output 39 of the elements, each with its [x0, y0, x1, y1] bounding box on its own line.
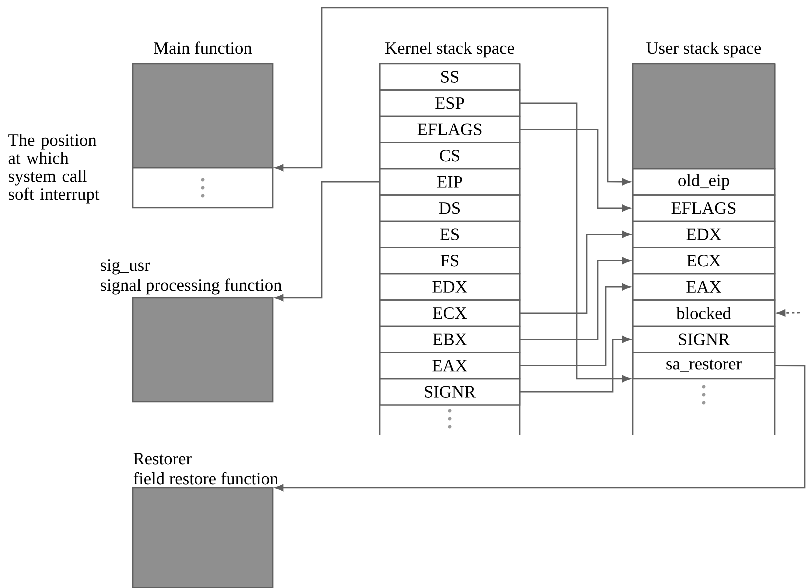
block-heading: sig_usr signal processing function [100, 260, 282, 295]
stack-cell [132, 167, 274, 209]
arrow [520, 231, 631, 314]
stack-cell: EFLAGS [632, 194, 776, 222]
stack-cell: EBX [379, 326, 521, 354]
block-heading: Main function [154, 42, 252, 54]
arrow [275, 7, 631, 186]
arrow [520, 284, 631, 367]
column-heading: Kernel stack space [386, 42, 514, 58]
stack-cell: FS [379, 247, 521, 275]
arrow [777, 310, 800, 317]
stack-cell: sa_restorer [632, 352, 776, 380]
stack-cell: SIGNR [632, 326, 776, 354]
stack-cell: EIP [379, 168, 521, 196]
stack-block [632, 63, 776, 170]
stack-cell: EAX [379, 352, 521, 380]
arrow [520, 102, 631, 382]
block-heading: Restorer field restore function [134, 453, 278, 485]
arrow [275, 365, 806, 492]
stack-cell: SS [379, 63, 521, 91]
arrow [520, 257, 631, 340]
stack-cell: ECX [379, 300, 521, 328]
stack-cell: EAX [632, 273, 776, 301]
position-note: The position at which system call soft interrupt [8, 134, 100, 204]
arrow [520, 336, 631, 393]
stack-cell: ES [379, 220, 521, 248]
stack-cell: blocked [632, 300, 776, 328]
stack-cell: ECX [632, 247, 776, 275]
stack-cell: EDX [632, 220, 776, 248]
stack-cell: EDX [379, 273, 521, 301]
arrow [275, 181, 380, 302]
stack-cell: ESP [379, 90, 521, 118]
column-heading: User stack space [646, 42, 762, 58]
stack-cell: old_eip [632, 168, 776, 196]
stack-cell: DS [379, 194, 521, 222]
arrow [520, 128, 631, 212]
stack-cell: CS [379, 142, 521, 170]
stack-cell: SIGNR [379, 378, 521, 406]
stack-cell: EFLAGS [379, 116, 521, 144]
